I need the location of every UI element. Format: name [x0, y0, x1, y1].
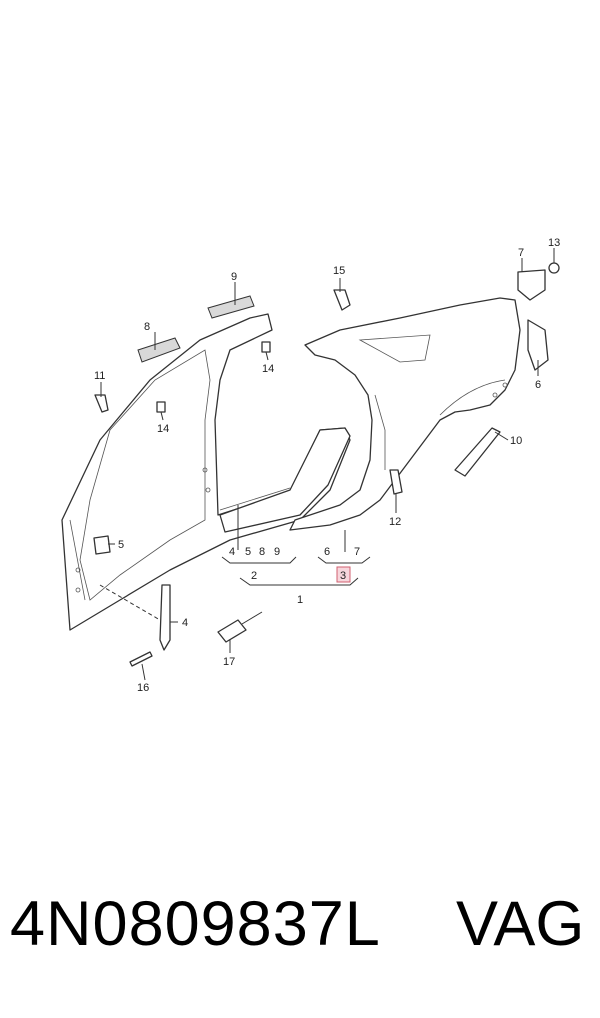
leader-lines [99, 248, 555, 681]
callout-16: 16 [137, 682, 149, 694]
parts-diagram: 1 2 3 4 5 8 9 6 7 8 9 11 14 14 15 7 13 6… [61, 237, 560, 694]
callout-9-group: 9 [274, 546, 280, 558]
callout-4-group: 4 [229, 546, 235, 558]
part-4 [159, 584, 171, 651]
part-15 [333, 289, 351, 311]
part-8 [137, 337, 181, 363]
callout-17: 17 [223, 656, 235, 668]
callout-9: 9 [231, 271, 237, 283]
callout-8: 8 [144, 321, 150, 333]
callout-5: 5 [118, 539, 124, 551]
callout-14-lower: 14 [157, 423, 169, 435]
brand-name: VAG [456, 889, 585, 959]
callout-5-group: 5 [245, 546, 251, 558]
callout-7: 7 [518, 247, 524, 259]
part-16 [129, 651, 153, 667]
part-14a [261, 341, 271, 353]
callouts: 1 2 3 4 5 8 9 6 7 8 9 11 14 14 15 7 13 6… [94, 237, 560, 694]
part-14b [156, 401, 166, 413]
rear-quarter-panel [289, 297, 521, 531]
callout-10: 10 [510, 435, 522, 447]
callout-2: 2 [251, 570, 257, 582]
callout-11: 11 [94, 370, 105, 382]
callout-3: 3 [340, 570, 346, 582]
callout-14-upper: 14 [262, 363, 274, 375]
callout-12: 12 [389, 516, 401, 528]
callout-6: 6 [535, 379, 541, 391]
part-9 [207, 295, 255, 319]
callout-15: 15 [333, 265, 345, 277]
part-13 [548, 262, 560, 274]
part-12 [389, 469, 403, 495]
callout-13: 13 [548, 237, 560, 249]
sill-panel [219, 427, 351, 533]
callout-4: 4 [182, 617, 188, 629]
part-number: 4N0809837L [10, 889, 381, 959]
part-11 [94, 394, 109, 413]
part-17 [217, 611, 263, 643]
callout-8-group: 8 [259, 546, 265, 558]
caption: 4N0809837L VAG [0, 888, 600, 988]
part-10 [454, 427, 501, 477]
callout-7-group: 7 [354, 546, 360, 558]
callout-3-highlight [336, 566, 351, 583]
part-5 [93, 535, 111, 555]
callout-1: 1 [297, 594, 303, 606]
part-6 [527, 319, 549, 371]
callout-6-group: 6 [324, 546, 330, 558]
part-7 [517, 269, 546, 301]
